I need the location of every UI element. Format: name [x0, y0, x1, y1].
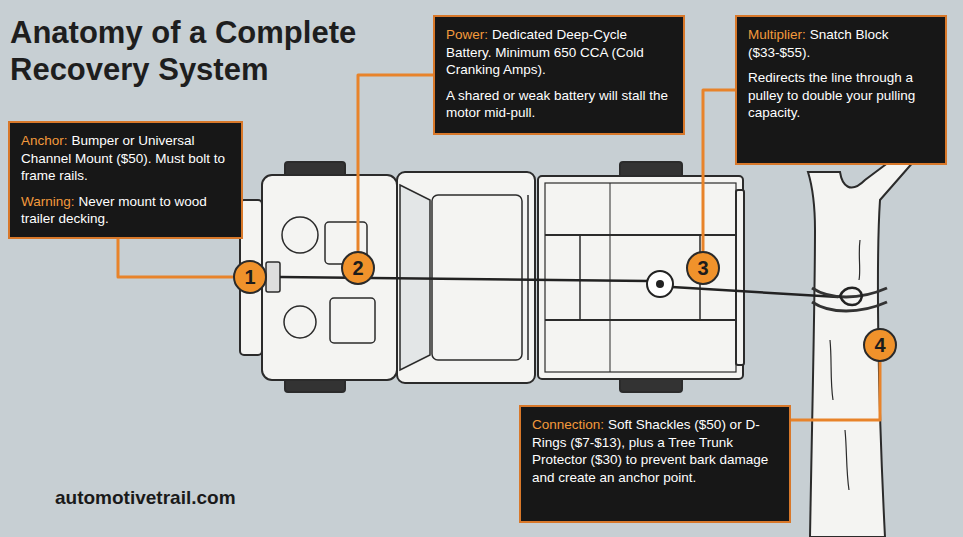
callout-paragraph: Multiplier:Snatch Block ($33-$55).: [748, 26, 934, 61]
winch-line: [280, 277, 648, 281]
truck-bed: [538, 176, 743, 379]
callout-paragraph: A shared or weak battery will stall the …: [446, 87, 672, 122]
callout-number-text: 1: [233, 260, 267, 294]
frame-rail: [545, 234, 736, 236]
circle-fill: [687, 252, 719, 284]
callout-number: 1: [233, 260, 267, 294]
callout-heading: Power:: [446, 27, 488, 42]
rear-window: [527, 195, 529, 360]
callout-number: 3: [686, 251, 720, 285]
shackle: [840, 288, 862, 305]
callout-paragraph: Power:Dedicated Deep-Cycle Battery. Mini…: [446, 26, 672, 79]
engine-part: [330, 298, 375, 343]
frame-rail: [545, 319, 736, 321]
engine-part: [284, 306, 316, 338]
callout-number: 4: [863, 328, 897, 362]
cross-member: [579, 235, 581, 320]
leader-line: [118, 239, 233, 278]
tree-trunk: [808, 150, 915, 537]
callout-number-text: 3: [686, 251, 720, 285]
winch-symbol: [266, 262, 280, 292]
cab-roof: [432, 195, 522, 360]
tree-strap: [812, 302, 887, 311]
callout-paragraph: Anchor:Bumper or Universal Channel Mount…: [21, 132, 230, 185]
circle-fill: [234, 261, 266, 293]
circle-fill: [864, 329, 896, 361]
leader-line: [791, 362, 880, 420]
pulley-hub: [656, 280, 664, 288]
snatch-block: [647, 271, 673, 297]
bed-rib: [610, 183, 611, 372]
callout-heading: Warning:: [21, 194, 75, 209]
callout-box: Anchor:Bumper or Universal Channel Mount…: [8, 121, 243, 239]
circle-fill: [342, 252, 374, 284]
leader-line: [358, 75, 433, 251]
watermark: automotivetrail.com: [55, 487, 236, 509]
diagram-title: Anatomy of a Complete Recovery System: [10, 14, 420, 88]
callout-number-text: 2: [341, 251, 375, 285]
callout-heading: Connection:: [532, 417, 604, 432]
leader-line: [703, 90, 735, 251]
callout-box: Multiplier:Snatch Block ($33-$55). Redire…: [735, 15, 947, 165]
callout-paragraph: Redirects the line through a pulley to d…: [748, 69, 934, 122]
callout-number-text: 4: [863, 328, 897, 362]
callout-paragraph: Connection:Soft Shackles ($50) or D-Ring…: [532, 416, 778, 486]
callout-paragraph: Warning:Never mount to wood trailer deck…: [21, 193, 230, 228]
bark-line: [830, 240, 860, 490]
callout-heading: Multiplier:: [748, 27, 806, 42]
callout-text: Redirects the line through a pulley to d…: [748, 70, 915, 120]
bed-liner: [545, 183, 736, 372]
callout-number: 2: [341, 251, 375, 285]
callout-box: Connection:Soft Shackles ($50) or D-Ring…: [519, 405, 791, 523]
tailgate: [736, 190, 744, 365]
callout-box: Power:Dedicated Deep-Cycle Battery. Mini…: [433, 15, 685, 135]
tree-strap: [812, 288, 887, 297]
callout-heading: Anchor:: [21, 133, 68, 148]
callout-text: A shared or weak battery will stall the …: [446, 88, 668, 121]
engine-part: [282, 217, 318, 253]
